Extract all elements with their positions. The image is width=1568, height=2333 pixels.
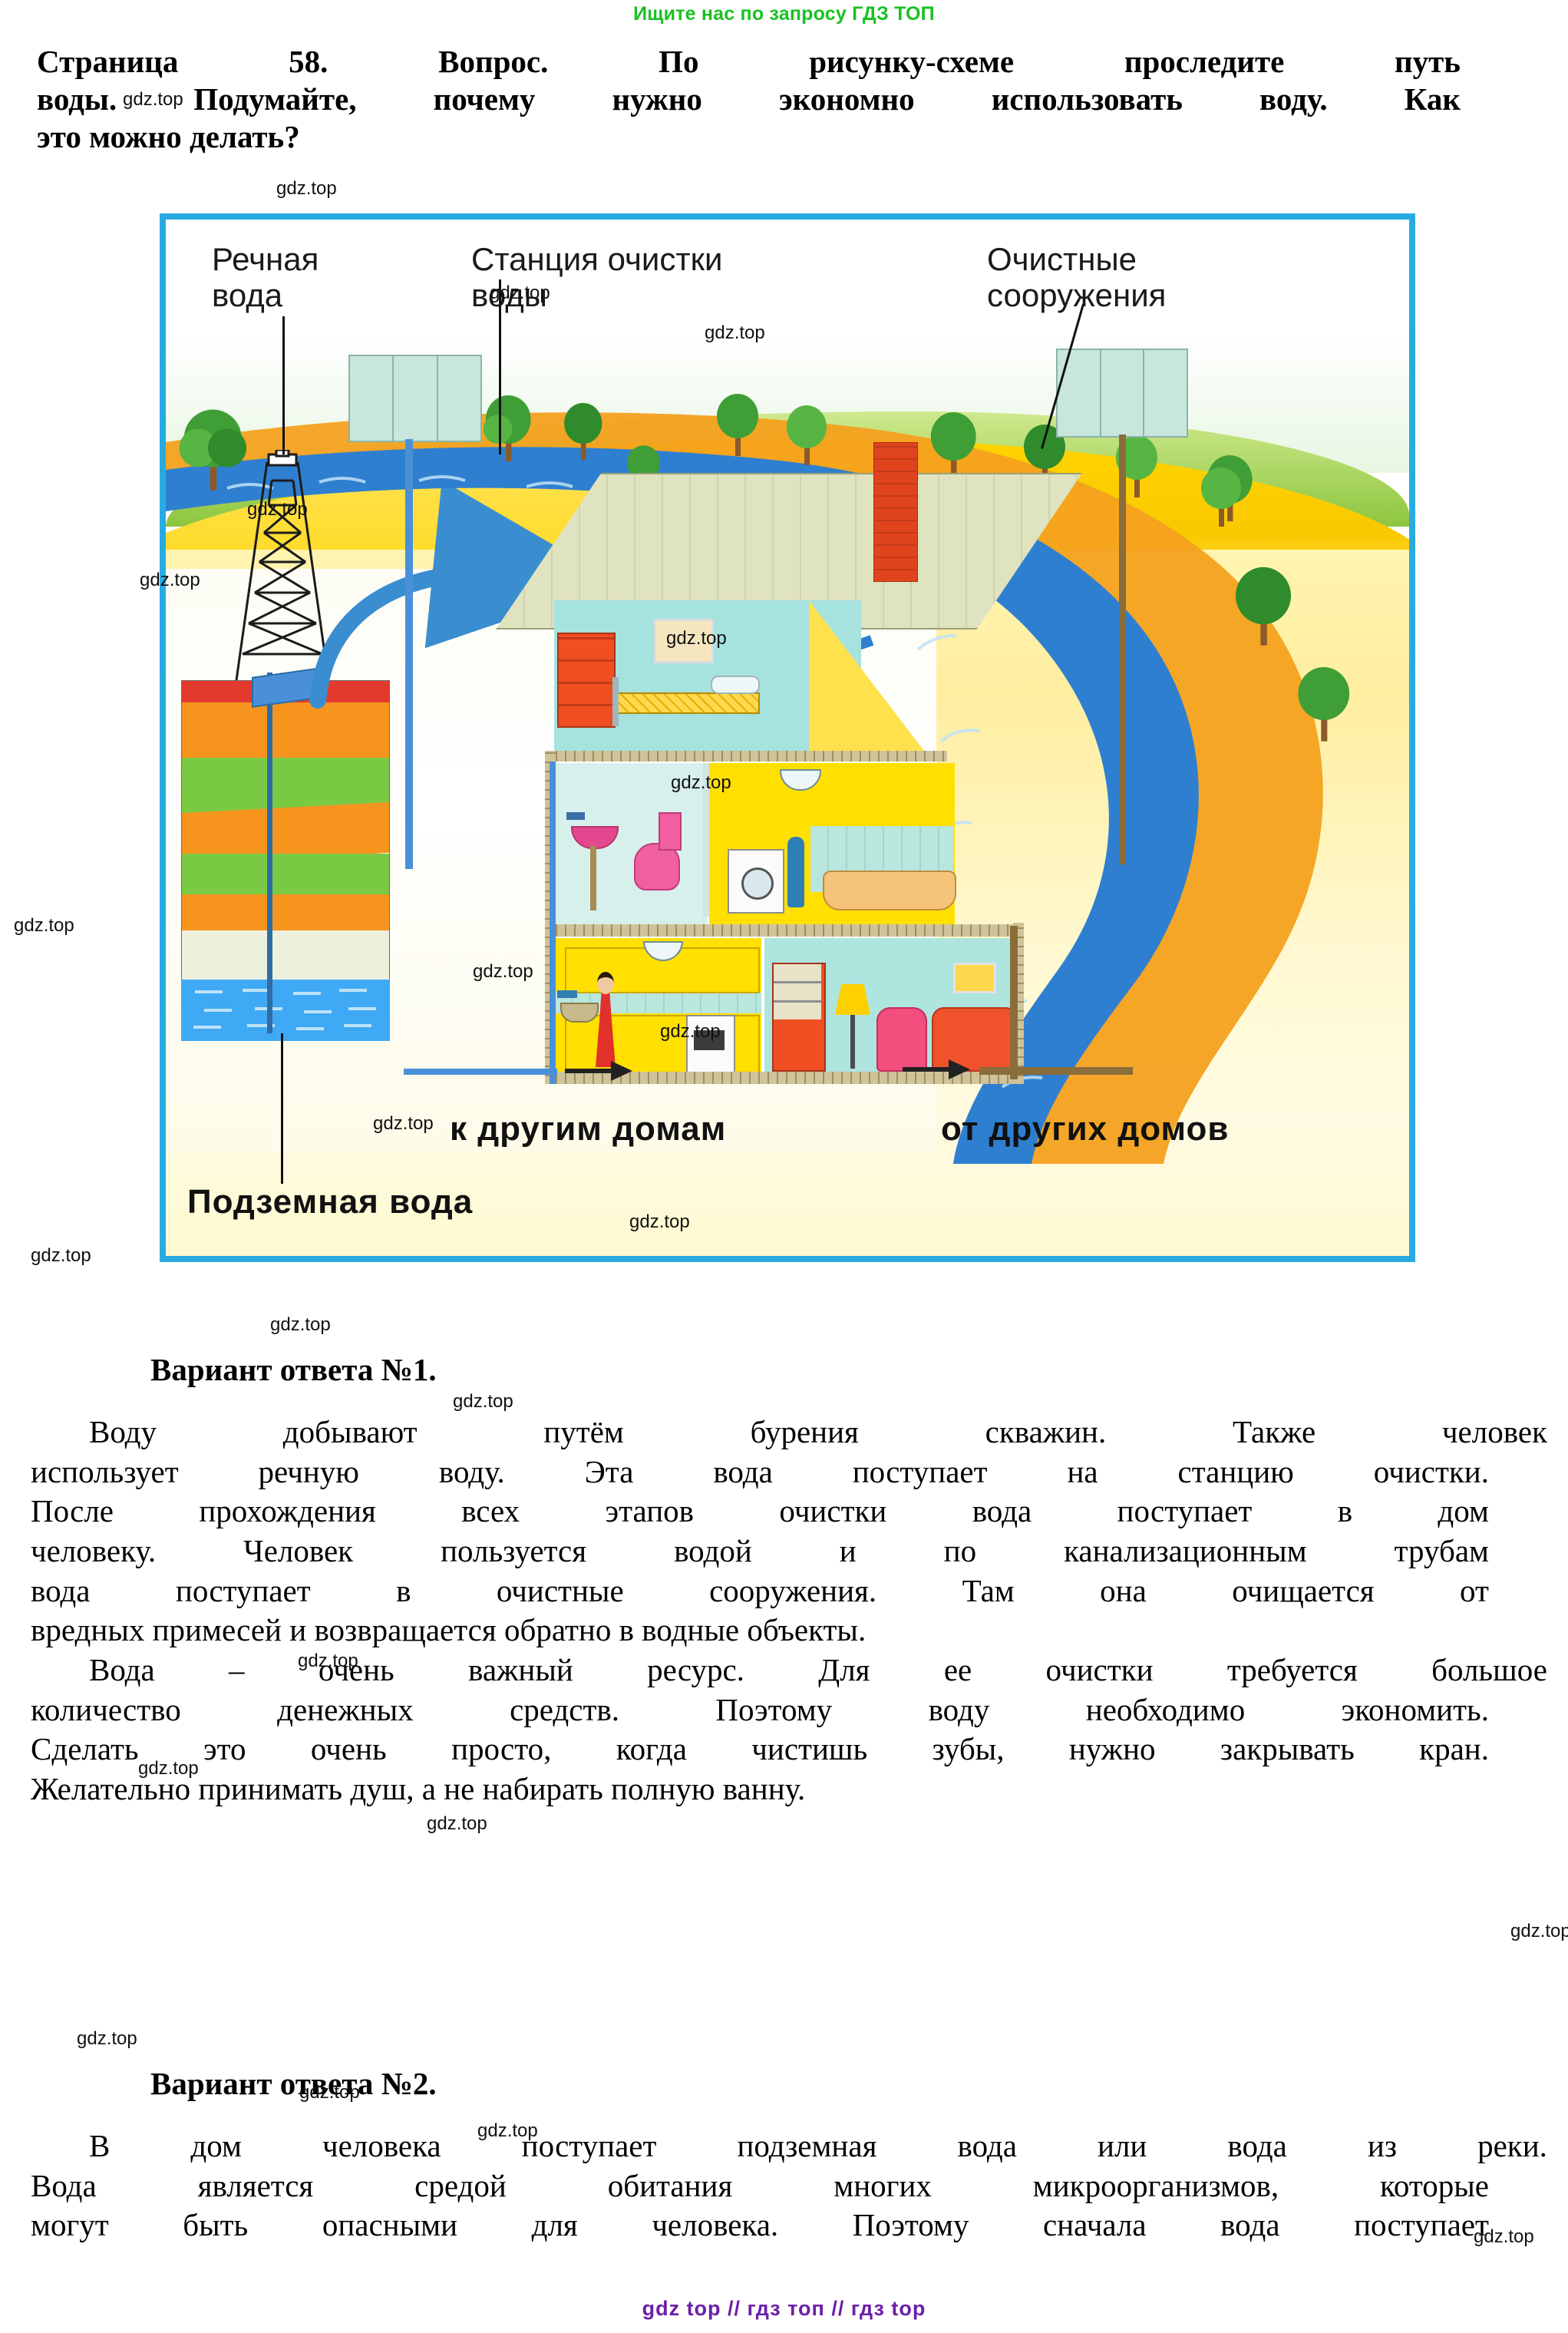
wall-picture-living bbox=[953, 963, 996, 993]
sofa bbox=[932, 1007, 1018, 1072]
bathtub bbox=[823, 871, 956, 910]
kitchen-sink bbox=[560, 1003, 599, 1023]
label-ground-water: Подземная вода bbox=[187, 1183, 474, 1221]
sink-faucet bbox=[566, 812, 585, 820]
watermark: gdz.top bbox=[427, 1813, 487, 1834]
floor-lamp bbox=[835, 984, 870, 1015]
treatment-facility-building bbox=[1056, 349, 1188, 438]
washing-machine-porthole bbox=[741, 867, 774, 900]
house-cutaway bbox=[480, 442, 1094, 1084]
trees-illustration bbox=[179, 394, 1350, 742]
drilling-rig-icon bbox=[235, 450, 330, 681]
pipe-from-other-houses bbox=[979, 1067, 1133, 1075]
washbasin-stand bbox=[590, 846, 596, 910]
watermark: gdz.top bbox=[276, 178, 337, 199]
underground-water-layer bbox=[181, 980, 390, 1041]
kitchen-faucet bbox=[557, 990, 577, 998]
leader-line-station bbox=[499, 279, 501, 454]
woman-head bbox=[597, 972, 614, 994]
answer-1-heading: Вариант ответа №1. bbox=[150, 1352, 437, 1387]
leader-line-groundwater bbox=[281, 1033, 283, 1184]
dresser bbox=[557, 633, 616, 728]
watermark: gdz.top bbox=[31, 1245, 91, 1266]
floor-lamp-pole bbox=[850, 1015, 855, 1069]
answer-2-heading: Вариант ответа №2. bbox=[150, 2066, 437, 2101]
page-title: Страница 58. Вопрос. По рисунку-схеме пр… bbox=[37, 43, 1461, 157]
watermark: gdz.top bbox=[14, 915, 74, 936]
paragraph-line: Желательно принимать душ, а не набирать … bbox=[31, 1770, 806, 1806]
watermark: gdz.top bbox=[270, 1314, 331, 1335]
bathrobe bbox=[787, 837, 804, 907]
well-pipe bbox=[267, 672, 272, 1033]
cold-water-riser-inside bbox=[550, 762, 556, 1084]
water-flow-arrow bbox=[309, 488, 611, 709]
paragraph-line: вредных примесей и возвращается обратно … bbox=[31, 1612, 867, 1648]
question-line-2: воды. Подумайте, почему нужно экономно и… bbox=[37, 81, 1461, 117]
toilet-tank bbox=[659, 812, 682, 851]
armchair bbox=[876, 1007, 927, 1072]
wall-picture-upper bbox=[654, 619, 714, 663]
label-purification-station: Станция очистки воды bbox=[471, 241, 723, 314]
water-path-diagram: Речная вода Станция очистки воды Очистны… bbox=[160, 213, 1415, 1262]
watermark: gdz.top bbox=[77, 2028, 137, 2049]
upper-floor-slab bbox=[548, 751, 947, 762]
watermark: gdz.top bbox=[1510, 1921, 1568, 1941]
bathroom-room bbox=[554, 763, 708, 924]
watermark: gdz.top bbox=[453, 1391, 513, 1412]
purification-station-building bbox=[348, 355, 482, 442]
arrow-to-other-houses bbox=[565, 1061, 632, 1081]
question-line-1: Страница 58. Вопрос. По рисунку-схеме пр… bbox=[37, 44, 1461, 79]
leader-line-river bbox=[282, 316, 285, 454]
label-from-other-houses: от других домов bbox=[941, 1110, 1230, 1148]
sewer-stack bbox=[1010, 926, 1018, 1079]
middle-floor-slab bbox=[548, 924, 1024, 937]
oven-window bbox=[694, 1030, 725, 1050]
arrow-from-other-houses bbox=[903, 1059, 970, 1079]
label-treatment-facilities: Очистные сооружения bbox=[987, 241, 1167, 314]
bookcase-shelves bbox=[774, 964, 821, 1019]
clean-water-riser bbox=[405, 439, 413, 869]
bath-supply-pipe bbox=[703, 763, 709, 917]
chimney bbox=[873, 442, 918, 582]
ground-floor-slab bbox=[548, 1072, 1024, 1084]
sewer-riser bbox=[1119, 435, 1126, 864]
toilet-bowl bbox=[634, 843, 680, 891]
label-to-other-houses: к другим домам bbox=[450, 1110, 727, 1148]
label-river-water: Речная вода bbox=[212, 241, 319, 314]
pipe-to-other-houses bbox=[404, 1069, 557, 1075]
footer-links: gdz top // гдз топ // гдз top bbox=[642, 2297, 926, 2320]
question-line-3: это можно делать? bbox=[37, 119, 300, 155]
bed bbox=[617, 692, 760, 714]
promo-banner: Ищите нас по запросу ГДЗ ТОП bbox=[633, 3, 935, 25]
pillow bbox=[711, 676, 760, 694]
bed-post bbox=[612, 677, 619, 726]
